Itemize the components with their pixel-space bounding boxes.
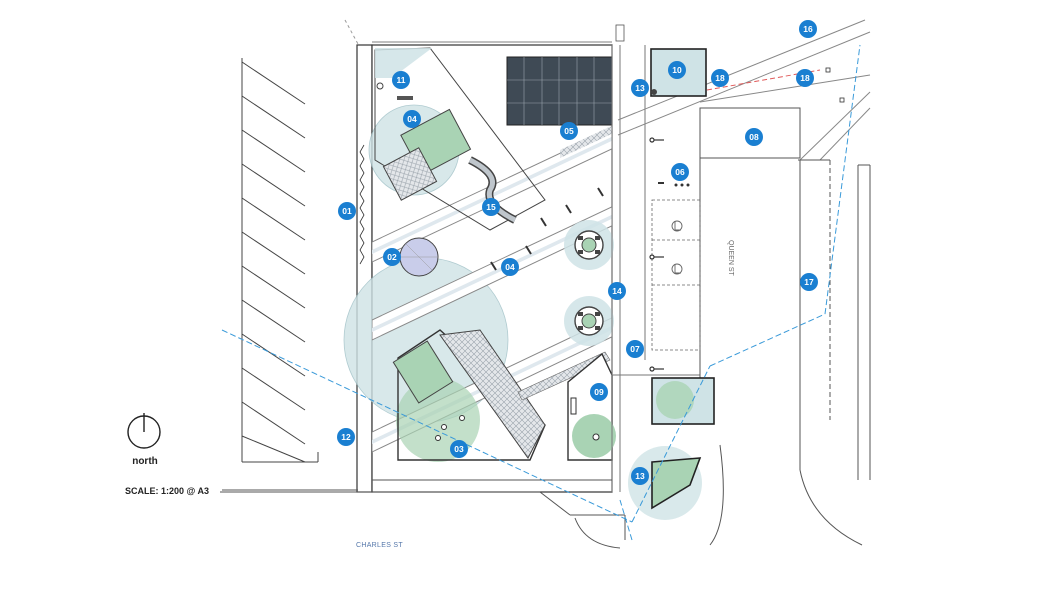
marker-label: 12 — [341, 432, 351, 442]
marker-label: 16 — [803, 24, 813, 34]
solar-panel-array — [506, 56, 613, 126]
marker-label: 04 — [505, 262, 515, 272]
marker-dot — [671, 163, 689, 181]
marker-label: 09 — [594, 387, 604, 397]
marker-dot — [338, 202, 356, 220]
marker-05: 05 — [560, 122, 578, 140]
marker-08: 08 — [745, 128, 763, 146]
marker-06: 06 — [671, 163, 689, 181]
marker-label: 14 — [612, 286, 622, 296]
footpath — [611, 45, 700, 492]
west-wall — [356, 44, 373, 493]
marker-02: 02 — [383, 248, 401, 266]
marker-dot — [800, 273, 818, 291]
parking-stalls — [241, 58, 319, 463]
marker-dot — [668, 61, 686, 79]
marker-dot — [626, 340, 644, 358]
marker-label: 15 — [486, 202, 496, 212]
marker-label: 02 — [387, 252, 397, 262]
marker-15: 15 — [482, 198, 500, 216]
marker-18: 18 — [711, 69, 729, 87]
marker-label: 01 — [342, 206, 352, 216]
marker-label: 05 — [564, 126, 574, 136]
charles-street — [220, 479, 626, 549]
marker-dot — [337, 428, 355, 446]
marker-label: 07 — [630, 344, 640, 354]
marker-dot — [608, 282, 626, 300]
scale-label: SCALE: 1:200 @ A3 — [125, 486, 209, 496]
charles-street-label: CHARLES ST — [356, 542, 403, 549]
dashed-red-line — [706, 69, 821, 91]
boundary-dashed — [344, 19, 359, 45]
marker-dot — [501, 258, 519, 276]
marker-12: 12 — [337, 428, 355, 446]
marker-03: 03 — [450, 440, 468, 458]
north-label: north — [132, 456, 158, 467]
marker-13: 13 — [631, 467, 649, 485]
marker-04: 04 — [403, 110, 421, 128]
marker-dot — [711, 69, 729, 87]
marker-label: 04 — [407, 114, 417, 124]
marker-dot — [745, 128, 763, 146]
marker-14: 14 — [608, 282, 626, 300]
marker-label: 13 — [635, 471, 645, 481]
marker-layer: 01 02 03 04 04 05 06 07 08 09 10 11 12 13 13 14 15 16 17 18… — [337, 20, 818, 485]
benches — [490, 187, 604, 271]
marker-dot — [482, 198, 500, 216]
garden-bed — [567, 352, 616, 461]
marker-dot — [392, 71, 410, 89]
marker-04: 04 — [501, 258, 519, 276]
queen-street — [699, 107, 871, 546]
marker-label: 03 — [454, 444, 464, 454]
marker-dot — [799, 20, 817, 38]
marker-label: 18 — [800, 73, 810, 83]
marker-dot — [631, 79, 649, 97]
marker-dot — [560, 122, 578, 140]
marker-09: 09 — [590, 383, 608, 401]
marker-dot — [383, 248, 401, 266]
marker-label: 13 — [635, 83, 645, 93]
marker-label: 08 — [749, 132, 759, 142]
accessible-parking — [651, 199, 701, 351]
marker-dot — [450, 440, 468, 458]
marker-11: 11 — [392, 71, 410, 89]
marker-07: 07 — [626, 340, 644, 358]
marker-label: 11 — [397, 75, 406, 85]
marker-dot — [403, 110, 421, 128]
tree-planter-north — [564, 220, 614, 270]
marker-label: 18 — [715, 73, 725, 83]
marker-label: 10 — [672, 65, 682, 75]
marker-18: 18 — [796, 69, 814, 87]
marker-dot — [631, 467, 649, 485]
marker-label: 06 — [675, 167, 685, 177]
queen-street-label: QUEEN ST — [727, 240, 734, 276]
marker-13: 13 — [631, 79, 649, 97]
planter-corner — [628, 446, 702, 520]
upper-pavilion — [368, 47, 546, 231]
north-arrow — [127, 413, 161, 449]
marker-16: 16 — [799, 20, 817, 38]
planter-10 — [650, 48, 707, 97]
planter-square — [651, 377, 715, 425]
marker-dot — [590, 383, 608, 401]
marker-dot — [796, 69, 814, 87]
road-markings — [617, 19, 871, 161]
marker-label: 17 — [804, 277, 814, 287]
marker-01: 01 — [338, 202, 356, 220]
tree-planter-south — [564, 296, 614, 346]
service-lines — [221, 44, 861, 541]
marker-10: 10 — [668, 61, 686, 79]
marker-17: 17 — [800, 273, 818, 291]
